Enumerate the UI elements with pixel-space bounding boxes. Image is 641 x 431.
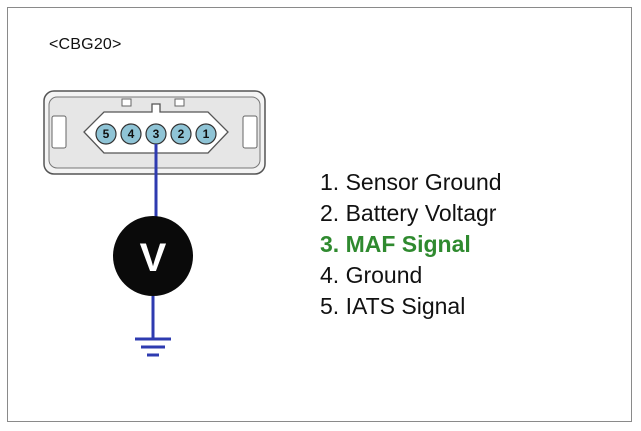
pin-5-label: 5 <box>103 127 110 141</box>
pin-4-label: 4 <box>128 127 135 141</box>
connector-key-left <box>121 98 132 107</box>
diagram-frame <box>7 7 632 422</box>
connector-id-label: <CBG20> <box>49 36 122 53</box>
pin-3-label: 3 <box>153 127 160 141</box>
connector-housing: 5 4 3 2 1 <box>43 90 266 175</box>
pin-4-terminal <box>120 123 142 145</box>
voltmeter-body <box>113 216 193 296</box>
pin-function-item-4: 4. Ground <box>320 262 423 288</box>
voltmeter-icon: V <box>113 216 193 296</box>
pin-1-label: 1 <box>203 127 210 141</box>
pin-function-list: 1. Sensor Ground 2. Battery Voltagr 3. M… <box>320 167 502 322</box>
pin-function-item-3: 3. MAF Signal <box>320 231 471 257</box>
ground-symbol-icon <box>135 337 171 357</box>
pin-function-item-1: 1. Sensor Ground <box>320 169 502 195</box>
voltmeter-symbol: V <box>140 236 167 280</box>
connector-left-latch <box>51 115 67 149</box>
connector-pins: 5 4 3 2 1 <box>95 123 217 145</box>
connector-right-latch <box>242 115 258 149</box>
pin-function-item-2: 2. Battery Voltagr <box>320 200 497 226</box>
pin-1-terminal <box>195 123 217 145</box>
pin-function-item-5: 5. IATS Signal <box>320 293 466 319</box>
pin-2-label: 2 <box>178 127 185 141</box>
pin-5-terminal <box>95 123 117 145</box>
pin-2-terminal <box>170 123 192 145</box>
connector-key-right <box>174 98 185 107</box>
